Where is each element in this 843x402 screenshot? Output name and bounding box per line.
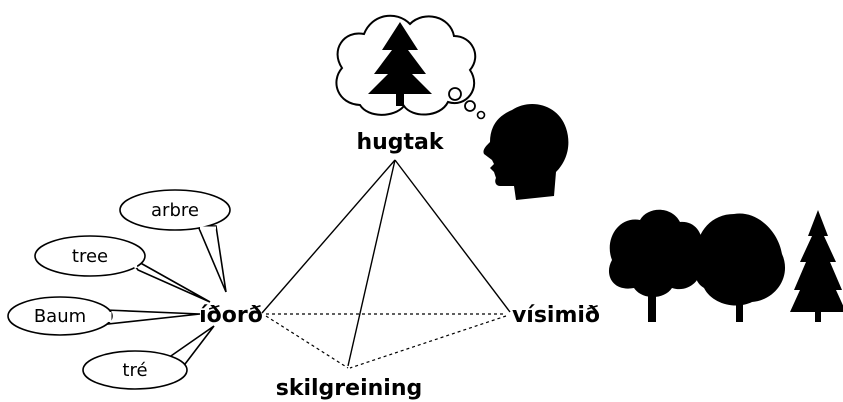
equivalent-label: Baum [34, 306, 86, 327]
equivalent-label: arbre [151, 200, 199, 221]
human-head-icon [483, 104, 569, 200]
equivalent-label: tré [122, 360, 147, 381]
referent-label: vísimið [512, 303, 600, 328]
speech-bubble-arbre: arbre [119, 189, 231, 293]
equivalent-label: tree [72, 246, 108, 267]
round-tree-icon [695, 213, 786, 322]
speech-bubble-baum: Baum [7, 296, 201, 336]
deciduous-tree-icon [608, 209, 703, 322]
triangle-lines [261, 159, 511, 369]
speech-bubble-tree: tree [34, 235, 211, 303]
definition-label: skilgreining [276, 376, 422, 401]
conifer-tree-icon [790, 210, 843, 322]
speech-bubble-tre: tré [82, 325, 215, 390]
fir-tree-icon [368, 22, 432, 106]
term-label: íðorð [199, 303, 263, 328]
concept-label: hugtak [356, 130, 444, 155]
